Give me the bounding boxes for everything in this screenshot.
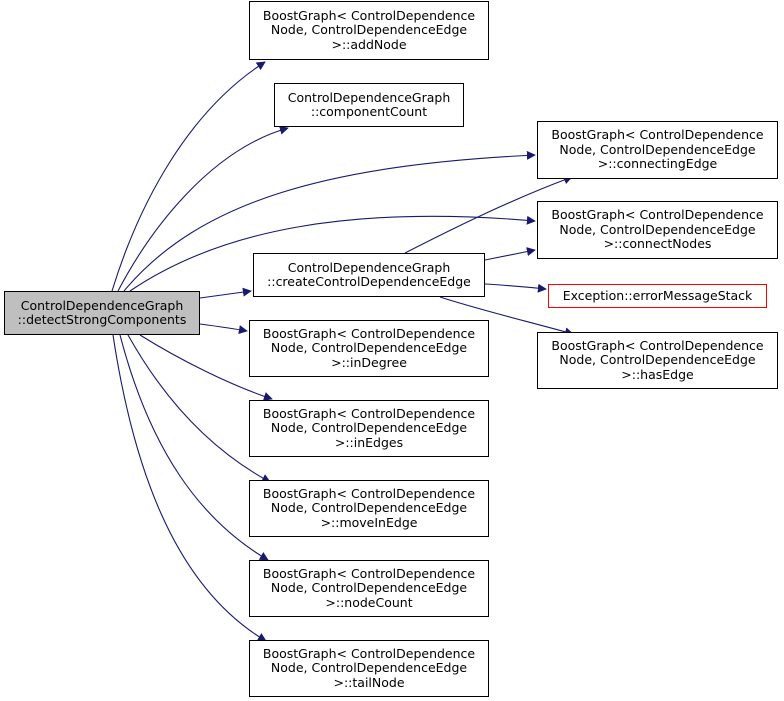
node-label-line: >::addNode xyxy=(331,36,407,52)
node-label-line: BoostGraph< ControlDependence xyxy=(262,645,476,661)
node-label-line: ::componentCount xyxy=(310,104,428,119)
node-label-line: BoostGraph< ControlDependence xyxy=(262,405,476,421)
node-label-line: Node, ControlDependenceEdge xyxy=(270,420,468,436)
edge-root-to-connecting-edge xyxy=(123,150,536,292)
edge-create-edge-to-connecting-edge xyxy=(404,175,573,254)
node-node-count[interactable]: BoostGraph< ControlDependence Node, Cont… xyxy=(249,560,489,617)
edge-root-to-in-edges xyxy=(139,334,273,401)
node-label-line: BoostGraph< ControlDependence xyxy=(262,565,476,581)
edge-root-to-node-count xyxy=(119,334,269,561)
node-label-line: >::moveInEdge xyxy=(320,514,418,530)
node-error-message-stack[interactable]: Exception::errorMessageStack xyxy=(548,284,767,308)
node-label-line: >::nodeCount xyxy=(325,594,413,610)
node-label-line: BoostGraph< ControlDependence xyxy=(262,485,476,501)
node-label-line: ControlDependenceGraph xyxy=(20,297,184,313)
edge-root-to-in-degree xyxy=(199,323,248,335)
edge-create-edge-to-connect-nodes xyxy=(484,247,536,261)
node-label-line: ControlDependenceGraph xyxy=(287,259,451,275)
edge-root-to-tail-node xyxy=(112,334,267,642)
node-label-line: >::inEdges xyxy=(334,434,404,450)
node-label-line: >::hasEdge xyxy=(621,366,694,382)
node-label-line: ControlDependenceGraph xyxy=(287,89,451,105)
node-label-line: BoostGraph< ControlDependence xyxy=(551,127,764,143)
node-label-line: >::connectingEdge xyxy=(597,156,718,172)
node-label-line: Node, ControlDependenceEdge xyxy=(270,22,468,38)
node-label-line: Node, ControlDependenceEdge xyxy=(559,141,756,157)
node-label-line: Exception::errorMessageStack xyxy=(562,287,753,303)
node-label-line: Node, ControlDependenceEdge xyxy=(559,352,756,368)
node-component-count[interactable]: ControlDependenceGraph ::componentCount xyxy=(274,83,464,127)
edge-root-to-move-in-edge xyxy=(127,334,271,483)
node-create-control-dependence-edge[interactable]: ControlDependenceGraph ::createControlDe… xyxy=(253,253,485,297)
node-label-line: BoostGraph< ControlDependence xyxy=(262,7,476,23)
node-in-degree[interactable]: BoostGraph< ControlDependence Node, Cont… xyxy=(249,320,489,377)
node-label-line: BoostGraph< ControlDependence xyxy=(551,337,764,353)
edge-root-to-connect-nodes xyxy=(129,215,536,292)
node-label-line: Node, ControlDependenceEdge xyxy=(559,221,756,237)
edge-root-to-component-count xyxy=(117,125,289,292)
edge-root-to-add-node xyxy=(111,61,266,292)
node-add-node[interactable]: BoostGraph< ControlDependence Node, Cont… xyxy=(249,1,489,60)
node-connect-nodes[interactable]: BoostGraph< ControlDependence Node, Cont… xyxy=(537,201,778,259)
node-connecting-edge[interactable]: BoostGraph< ControlDependence Node, Cont… xyxy=(537,121,778,179)
node-label-line: >::inDegree xyxy=(331,354,407,370)
edge-create-edge-to-error-stack xyxy=(484,283,547,293)
edge-root-to-create-edge xyxy=(199,287,252,299)
node-has-edge[interactable]: BoostGraph< ControlDependence Node, Cont… xyxy=(537,332,778,389)
node-label-line: Node, ControlDependenceEdge xyxy=(270,660,468,676)
node-label-line: BoostGraph< ControlDependence xyxy=(551,207,764,223)
edge-create-edge-to-has-edge xyxy=(439,296,574,337)
node-in-edges[interactable]: BoostGraph< ControlDependence Node, Cont… xyxy=(249,400,489,457)
node-label-line: ::createControlDependenceEdge xyxy=(267,274,471,289)
node-label-line: Node, ControlDependenceEdge xyxy=(270,580,468,596)
node-label-line: >::tailNode xyxy=(333,674,405,690)
node-label-line: Node, ControlDependenceEdge xyxy=(270,500,468,516)
node-move-in-edge[interactable]: BoostGraph< ControlDependence Node, Cont… xyxy=(249,480,489,537)
node-label-line: Node, ControlDependenceEdge xyxy=(270,340,468,356)
node-label-line: ::detectStrongComponents xyxy=(17,312,187,327)
node-detect-strong-components: ControlDependenceGraph ::detectStrongCom… xyxy=(4,291,200,335)
node-label-line: BoostGraph< ControlDependence xyxy=(262,325,476,341)
node-tail-node[interactable]: BoostGraph< ControlDependence Node, Cont… xyxy=(249,640,489,697)
node-label-line: >::connectNodes xyxy=(603,236,712,252)
